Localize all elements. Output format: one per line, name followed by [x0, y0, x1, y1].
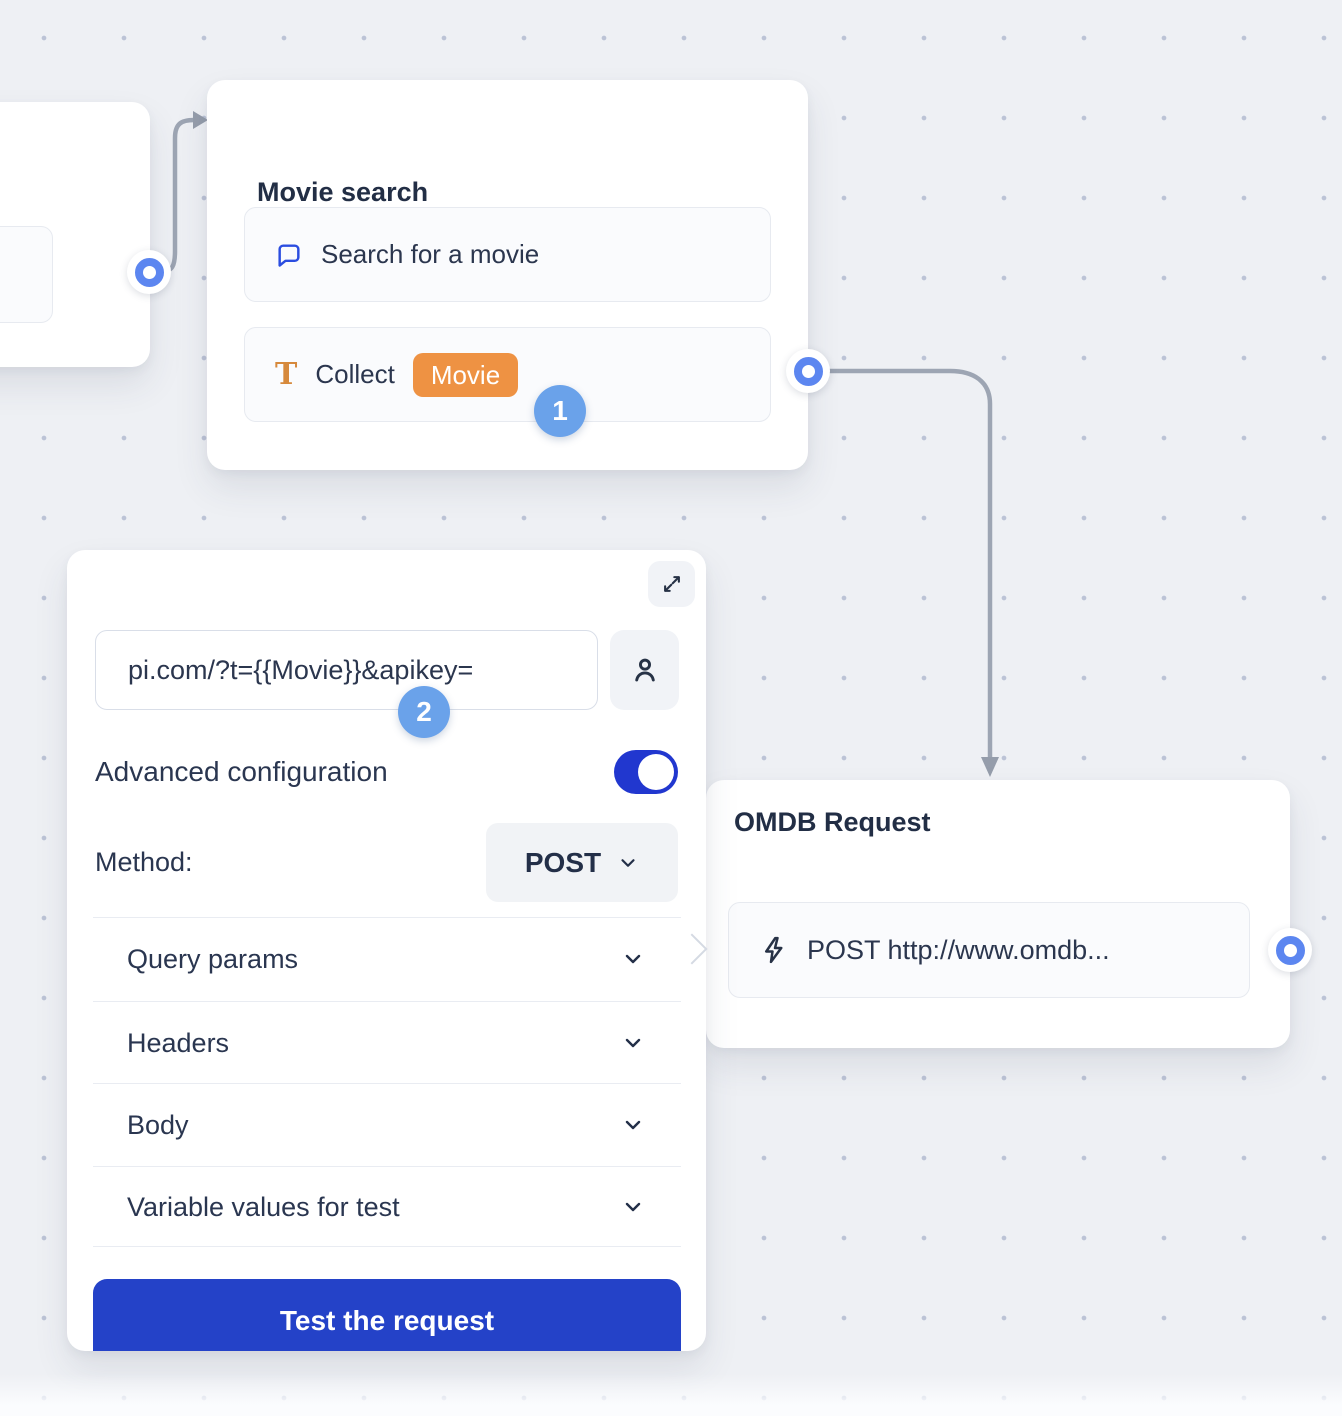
row-label: Collect [315, 359, 395, 389]
section-label: Variable values for test [127, 1191, 400, 1222]
section-query-params[interactable]: Query params [93, 918, 681, 1000]
output-port[interactable] [786, 349, 830, 393]
toggle-knob [638, 754, 674, 790]
section-headers[interactable]: Headers [93, 1002, 681, 1084]
divider [93, 1166, 681, 1167]
advanced-configuration-toggle[interactable] [614, 750, 678, 794]
variable-tag[interactable]: Movie [412, 352, 519, 397]
section-variable-values[interactable]: Variable values for test [93, 1166, 681, 1248]
expand-button[interactable] [648, 561, 695, 607]
movie-search-node[interactable]: Movie search Search for a movie T Collec… [207, 80, 808, 470]
section-body[interactable]: Body [93, 1084, 681, 1166]
output-port[interactable] [1268, 928, 1312, 972]
node-title: OMDB Request [734, 807, 931, 837]
divider [93, 1246, 681, 1247]
node-title: Movie search [257, 177, 429, 207]
arrowhead-down-icon [981, 757, 999, 777]
url-input[interactable]: pi.com/?t={{Movie}}&apikey= [95, 630, 598, 710]
section-label: Query params [127, 943, 299, 974]
port-ring [793, 356, 823, 386]
test-request-button[interactable]: Test the request [93, 1279, 681, 1351]
advanced-configuration-label: Advanced configuration [95, 756, 388, 787]
connector-path-omdb [819, 368, 993, 760]
chevron-down-icon [621, 1113, 645, 1137]
text-input-icon: T [275, 356, 298, 392]
webhook-row[interactable]: POST http://www.omdb... [728, 902, 1250, 998]
method-select[interactable]: POST [486, 823, 678, 902]
omdb-request-node[interactable]: OMDB Request POST http://www.omdb... [706, 780, 1290, 1048]
step-badge-1: 1 [534, 385, 586, 437]
divider [93, 1001, 681, 1002]
search-message-row[interactable]: Search for a movie [244, 207, 771, 302]
connector-path-left [157, 117, 197, 275]
chat-bubble-icon [275, 241, 303, 269]
output-port[interactable] [127, 250, 171, 294]
port-ring [134, 257, 164, 287]
user-variable-button[interactable] [610, 630, 679, 710]
lightning-icon [759, 935, 789, 965]
divider [93, 917, 681, 918]
chevron-down-icon [617, 852, 639, 874]
expand-icon [661, 573, 683, 595]
step-badge-2: 2 [398, 686, 450, 738]
section-label: Headers [127, 1027, 230, 1058]
port-ring [1275, 935, 1305, 965]
chevron-down-icon [621, 1031, 645, 1055]
section-label: Body [127, 1109, 189, 1140]
partial-node-card[interactable] [0, 102, 150, 367]
row-label: Search for a movie [321, 239, 540, 269]
chevron-down-icon [621, 947, 645, 971]
divider [93, 1083, 681, 1084]
row-label: POST http://www.omdb... [807, 934, 1110, 965]
request-config-panel[interactable]: pi.com/?t={{Movie}}&apikey= Advanced con… [67, 550, 706, 1351]
partial-node-row[interactable] [0, 226, 53, 323]
collect-input-row[interactable]: T Collect Movie [244, 327, 771, 422]
method-value: POST [524, 846, 602, 878]
person-icon [629, 654, 661, 686]
chevron-down-icon [621, 1195, 645, 1219]
arrowhead-right-icon [193, 111, 208, 129]
bottom-fade [0, 1374, 1342, 1416]
method-label: Method: [95, 847, 193, 877]
